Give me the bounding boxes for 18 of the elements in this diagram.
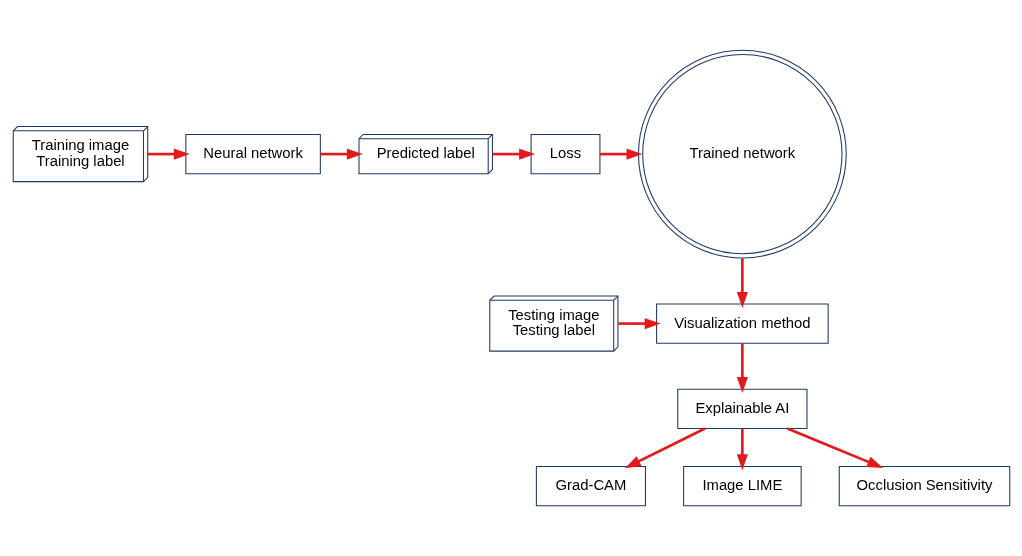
- arrow: [736, 343, 748, 393]
- arrow: [786, 427, 883, 468]
- node-box: Occlusion Sensitivity: [838, 466, 1010, 507]
- node-box: Grad-CAM: [535, 466, 646, 507]
- arrow: [624, 427, 705, 469]
- node-circle: Trained network: [637, 49, 847, 259]
- arrow: [492, 148, 535, 160]
- arrow: [320, 148, 363, 160]
- node-box: Image LIME: [682, 466, 802, 507]
- node-box: Loss: [530, 133, 600, 175]
- arrow: [736, 258, 748, 308]
- node-box: Visualization method: [655, 303, 829, 344]
- arrow: [147, 148, 190, 160]
- arrow: [736, 428, 748, 471]
- node-box: Explainable AI: [676, 388, 807, 429]
- arrow: [599, 148, 642, 160]
- node-box: Neural network: [184, 133, 321, 175]
- arrow: [617, 318, 661, 330]
